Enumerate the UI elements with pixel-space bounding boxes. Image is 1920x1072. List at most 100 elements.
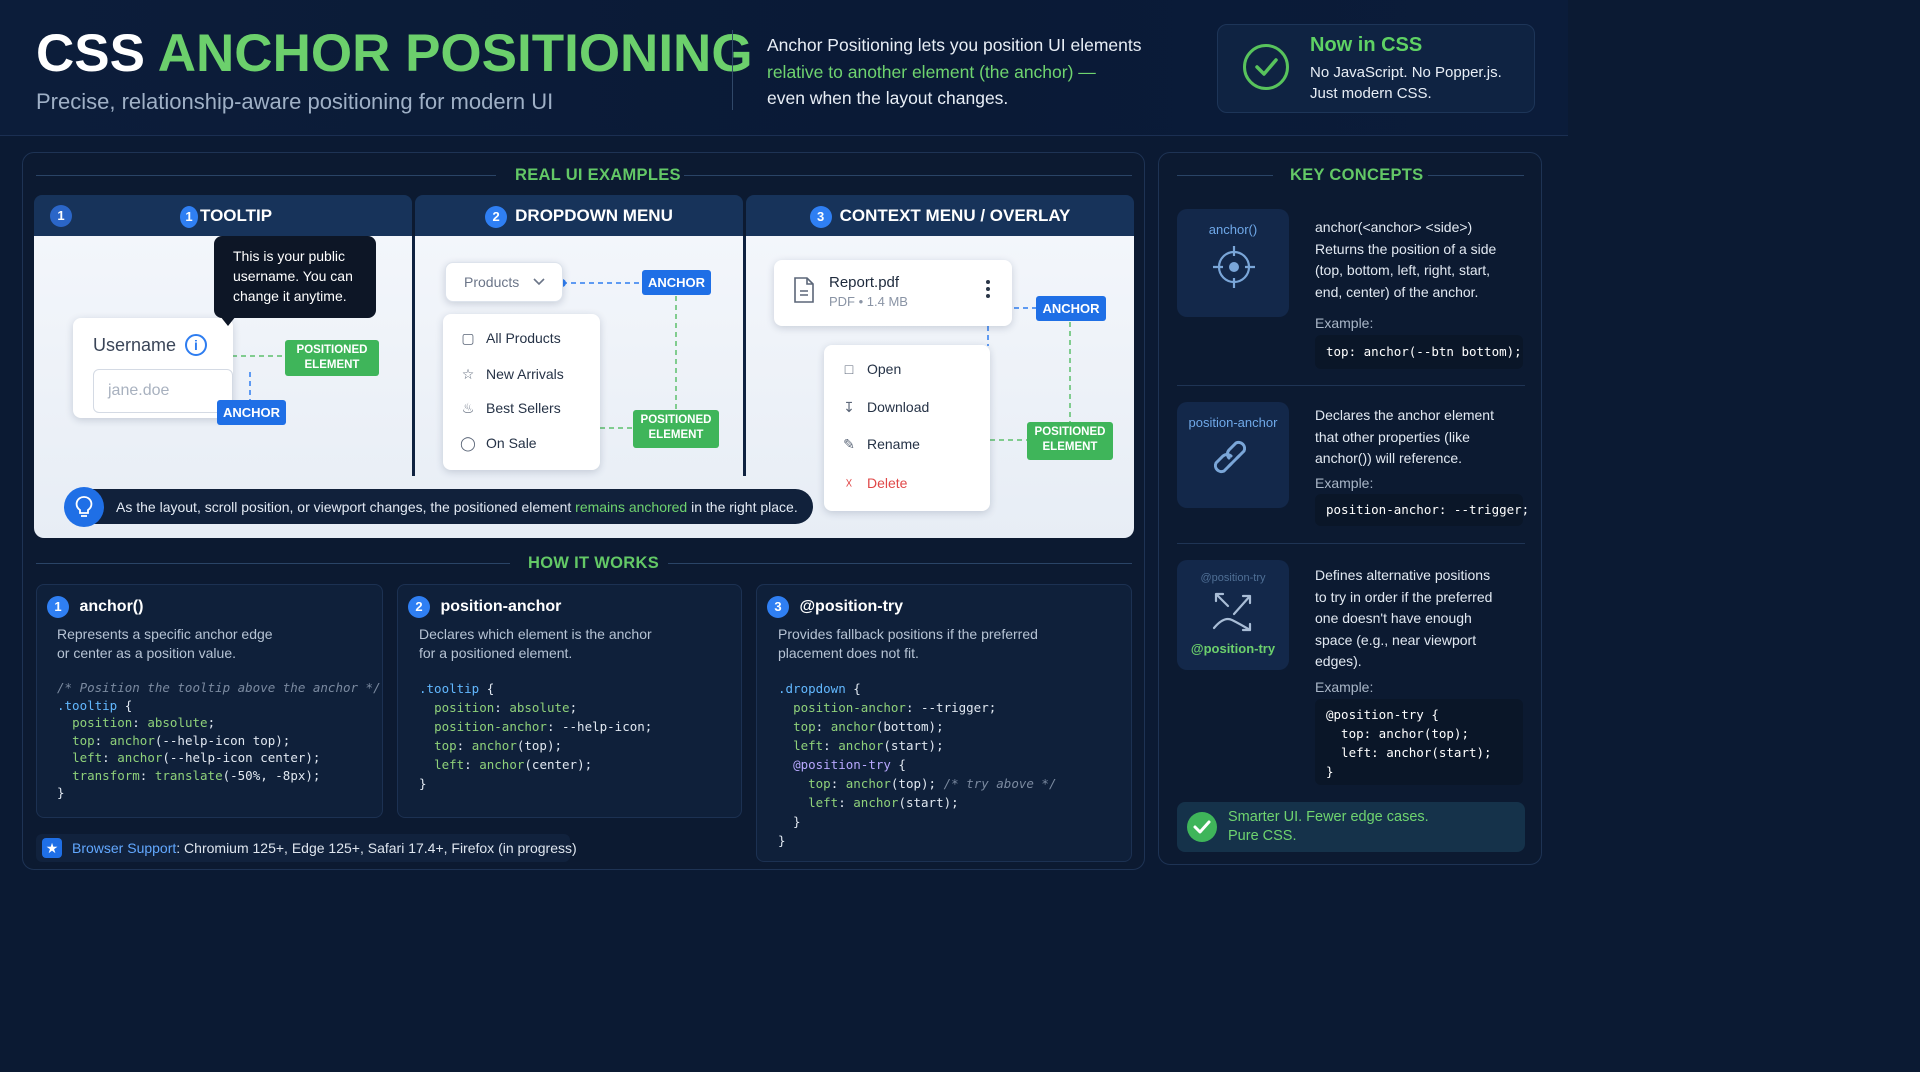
concept-line: to try in order if the preferred	[1315, 588, 1493, 605]
more-vertical-icon[interactable]	[984, 279, 992, 299]
smarter-ui-banner	[1177, 802, 1525, 852]
section-line	[1177, 175, 1273, 176]
how-desc-line: Declares which element is the anchor	[419, 626, 652, 642]
how-desc-line: or center as a position value.	[57, 645, 236, 661]
example-label: Example:	[1315, 315, 1374, 331]
concept-line: Defines alternative positions	[1315, 567, 1491, 583]
anchor-tag: ANCHOR	[642, 270, 711, 295]
box-icon: ▢	[461, 330, 475, 346]
context-item-download[interactable]: ↧ Download	[841, 399, 929, 416]
dropdown-item-new-arrivals[interactable]: ☆New Arrivals	[460, 366, 564, 383]
browser-support-bar	[36, 834, 570, 862]
title-css: CSS	[36, 24, 145, 83]
code-block-position-anchor: .tooltip { position: absolute; position-…	[419, 681, 653, 791]
concept-icon-label-top: @position-try	[1200, 572, 1266, 584]
concept-icon-label: @position-try	[1190, 641, 1276, 656]
section-title-examples: REAL UI EXAMPLES	[515, 166, 681, 184]
section-line	[1428, 175, 1524, 176]
concept-line: space (e.g., near viewport	[1315, 631, 1477, 648]
concept-icon-label: anchor()	[1208, 222, 1258, 237]
context-item-rename[interactable]: ✎Rename	[841, 436, 920, 453]
context-menu	[824, 345, 990, 511]
tooltip-bubble	[214, 236, 376, 318]
code-block-anchor: /* Position the tooltip above the anchor…	[57, 680, 381, 800]
tooltip-arrow	[220, 316, 236, 326]
help-info-icon[interactable]: i	[185, 334, 207, 356]
header-divider	[732, 30, 733, 110]
trash-icon: ☓	[845, 475, 853, 491]
context-item-label: Rename	[867, 436, 920, 452]
concept-position-try-text: Defines alternative positions to try in …	[1315, 565, 1525, 673]
banner-highlight: remains anchored	[575, 499, 688, 515]
how-card-header: 1 anchor()	[47, 596, 143, 618]
now-title: Now in CSS	[1310, 34, 1423, 56]
check-circle-icon	[1187, 812, 1217, 842]
tab-number: 1	[50, 205, 72, 227]
concept-anchor-text: anchor(<anchor> <side>) Returns the posi…	[1315, 217, 1525, 303]
intro-line-3: even when the layout changes.	[767, 88, 1009, 108]
dropdown-item-label: Best Sellers	[486, 400, 561, 416]
tab-label-text: CONTEXT MENU / OVERLAY	[839, 206, 1071, 225]
products-trigger[interactable]	[445, 262, 563, 302]
context-item-label: Download	[867, 399, 930, 415]
concept-line: edges).	[1315, 653, 1362, 669]
flame-icon: ♨	[461, 400, 475, 416]
file-meta: PDF • 1.4 MB	[829, 294, 908, 309]
concept-code: @position-try { top: anchor(top); left: …	[1315, 699, 1523, 785]
info-banner-text: As the layout, scroll position, or viewp…	[116, 499, 798, 515]
tag-line: POSITIONED	[296, 344, 368, 356]
tab-number: 2	[485, 205, 508, 228]
concept-code: position-anchor: --trigger;	[1315, 494, 1529, 526]
concept-position-try-icon-card	[1177, 560, 1289, 670]
tag-icon: ◯	[460, 435, 476, 451]
tooltip-text: This is your public username. You can ch…	[233, 246, 353, 306]
dropdown-item-best-sellers[interactable]: ♨ Best Sellers	[460, 400, 561, 417]
how-title: anchor()	[79, 598, 144, 616]
download-icon: ↧	[843, 399, 855, 415]
anchor-tag: ANCHOR	[1036, 296, 1106, 321]
concept-signature: anchor(<anchor> <side>)	[1315, 219, 1473, 235]
concept-line: (top, bottom, left, right, start,	[1315, 262, 1491, 278]
check-circle-icon	[1243, 44, 1289, 90]
now-line-2: Just modern CSS.	[1310, 85, 1432, 102]
step-number: 1	[47, 596, 69, 618]
context-item-open[interactable]: □Open	[841, 361, 901, 377]
username-label: Username	[93, 335, 177, 355]
tooltip-line-2: username. You can	[233, 268, 353, 284]
crosshair-icon	[1213, 246, 1255, 288]
example-label: Example:	[1315, 679, 1374, 695]
concept-line: Declares the anchor element	[1315, 407, 1494, 423]
dropdown-item-label: On Sale	[486, 435, 537, 451]
products-trigger-label: Products	[464, 274, 520, 290]
dropdown-item-on-sale[interactable]: ◯ On Sale	[460, 435, 537, 452]
how-desc-line: Represents a specific anchor edge	[57, 626, 273, 642]
smarter-ui-text: Smarter UI. Fewer edge cases. Pure CSS.	[1228, 808, 1429, 846]
dropdown-item-all-products[interactable]: ▢ All Products	[460, 330, 561, 347]
how-desc-line: placement does not fit.	[778, 645, 919, 661]
dropdown-menu	[443, 314, 600, 470]
context-item-delete[interactable]: ☓Delete	[841, 475, 907, 492]
username-placeholder: jane.doe	[108, 382, 170, 399]
tab-number: 1	[180, 205, 198, 228]
chevron-down-icon	[533, 278, 545, 286]
tooltip-line-3: change it anytime.	[233, 288, 347, 304]
dropdown-item-label: All Products	[486, 330, 561, 346]
code-line: left: anchor(start);	[1326, 745, 1492, 760]
browser-support-value: : Chromium 125+, Edge 125+, Safari 17.4+…	[176, 840, 577, 856]
concept-line: that other properties (like	[1315, 428, 1470, 445]
how-card-header: 3 @position-try	[767, 596, 903, 618]
how-card-anchor	[36, 584, 383, 818]
code-line: @position-try {	[1326, 707, 1439, 722]
folder-icon: □	[844, 361, 854, 377]
concept-line: Returns the position of a side	[1315, 240, 1497, 257]
username-input[interactable]	[93, 369, 233, 413]
concept-line: one doesn't have enough	[1315, 610, 1472, 626]
section-title-how: HOW IT WORKS	[528, 554, 659, 572]
now-line-1: No JavaScript. No Popper.js.	[1310, 64, 1502, 81]
tag-line: POSITIONED	[640, 414, 712, 426]
example-label: Example:	[1315, 475, 1374, 491]
